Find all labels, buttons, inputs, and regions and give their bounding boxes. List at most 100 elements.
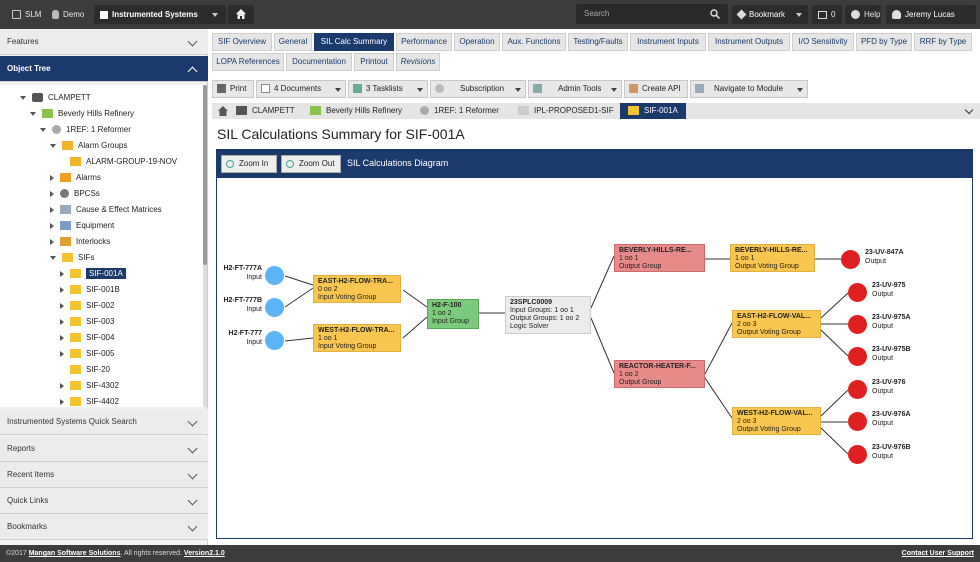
breadcrumb-item[interactable]: 1REF: 1 Reformer xyxy=(420,103,499,119)
output-circle[interactable] xyxy=(848,445,867,464)
tab-rrf-by-type[interactable]: RRF by Type xyxy=(914,33,972,51)
caret-down-icon[interactable] xyxy=(50,255,56,260)
database-button[interactable]: Demo xyxy=(46,5,86,24)
subscription-button[interactable]: Subscription xyxy=(430,80,526,98)
tab-general[interactable]: General xyxy=(274,33,312,51)
caret-down-icon[interactable] xyxy=(40,127,46,132)
company-link[interactable]: Mangan Software Solutions xyxy=(28,550,121,557)
tab-aux-functions[interactable]: Aux. Functions xyxy=(502,33,566,51)
user-menu[interactable]: Jeremy Lucas xyxy=(886,5,976,24)
tree-node[interactable]: SIFs xyxy=(50,251,94,265)
tab-lopa-references[interactable]: LOPA References xyxy=(212,53,284,71)
breadcrumb-item-current[interactable]: SIF-001A xyxy=(620,103,686,119)
print-button[interactable]: Print xyxy=(212,80,254,98)
tree-node[interactable]: Interlocks xyxy=(50,235,110,249)
tree-node-selected[interactable]: SIF-001A xyxy=(60,267,126,281)
tree-node[interactable]: SIF-004 xyxy=(60,331,114,345)
caret-right-icon[interactable] xyxy=(50,190,54,197)
tree-scrollbar[interactable] xyxy=(203,85,207,407)
tree-node[interactable]: Beverly Hills Refinery xyxy=(30,107,134,121)
breadcrumb-item[interactable]: Beverly Hills Refinery xyxy=(310,103,402,119)
tree-node[interactable]: SIF-002 xyxy=(60,299,114,313)
caret-right-icon[interactable] xyxy=(60,270,64,277)
object-tree-section[interactable]: Object Tree xyxy=(0,56,208,82)
zoom-out-button[interactable]: Zoom Out xyxy=(281,155,341,173)
bookmark-button[interactable]: Bookmark xyxy=(732,5,808,24)
module-selector[interactable]: Instrumented Systems xyxy=(94,5,226,24)
input-circle[interactable] xyxy=(265,331,284,350)
tab-instrument-inputs[interactable]: Instrument Inputs xyxy=(630,33,706,51)
features-section[interactable]: Features xyxy=(0,29,208,55)
slm-button[interactable]: SLM xyxy=(6,5,42,24)
help-button[interactable]: Help xyxy=(845,5,881,24)
version-link[interactable]: Version2.1.0 xyxy=(183,550,225,557)
caret-right-icon[interactable] xyxy=(50,174,54,181)
caret-down-icon[interactable] xyxy=(30,111,36,116)
breadcrumb-item[interactable]: CLAMPETT xyxy=(236,103,295,119)
tree-node[interactable]: Equipment xyxy=(50,219,114,233)
output-circle[interactable] xyxy=(848,283,867,302)
caret-right-icon[interactable] xyxy=(50,238,54,245)
navigate-button[interactable]: Navigate to Module xyxy=(690,80,808,98)
caret-right-icon[interactable] xyxy=(60,302,64,309)
caret-right-icon[interactable] xyxy=(60,398,64,405)
search-icon[interactable] xyxy=(710,9,720,19)
bookmarks-section[interactable]: Bookmarks xyxy=(0,514,208,540)
tree-node[interactable]: SIF-001B xyxy=(60,283,120,297)
output-circle[interactable] xyxy=(848,412,867,431)
tab-pfd-by-type[interactable]: PFD by Type xyxy=(856,33,912,51)
scrollbar-thumb[interactable] xyxy=(203,85,207,265)
tree-node[interactable]: Alarm Groups xyxy=(50,139,127,153)
input-circle[interactable] xyxy=(265,298,284,317)
caret-down-icon[interactable] xyxy=(50,143,56,148)
chevron-down-icon[interactable] xyxy=(964,105,974,115)
tree-node[interactable]: 1REF: 1 Reformer xyxy=(40,123,131,137)
home-icon[interactable] xyxy=(218,106,228,116)
documents-button[interactable]: 4 Documents xyxy=(256,80,346,98)
input-circle[interactable] xyxy=(265,266,284,285)
caret-right-icon[interactable] xyxy=(60,286,64,293)
home-button[interactable] xyxy=(228,5,254,24)
caret-right-icon[interactable] xyxy=(60,318,64,325)
tasklists-button[interactable]: 3 Tasklists xyxy=(348,80,428,98)
tab-sif-overview[interactable]: SIF Overview xyxy=(212,33,272,51)
caret-right-icon[interactable] xyxy=(50,222,54,229)
tab-io-sensitivity[interactable]: I/O Sensitivity xyxy=(792,33,854,51)
caret-right-icon[interactable] xyxy=(60,382,64,389)
output-circle[interactable] xyxy=(848,347,867,366)
caret-right-icon[interactable] xyxy=(50,206,54,213)
tree-node[interactable]: Alarms xyxy=(50,171,101,185)
tab-operation[interactable]: Operation xyxy=(454,33,500,51)
quick-search-section[interactable]: Instrumented Systems Quick Search xyxy=(0,409,208,435)
search-input[interactable]: Search xyxy=(576,4,728,24)
quick-links-section[interactable]: Quick Links xyxy=(0,488,208,514)
tree-node[interactable]: SIF-4402 xyxy=(60,395,119,407)
tab-testing-faults[interactable]: Testing/Faults xyxy=(568,33,628,51)
tab-printout[interactable]: Printout xyxy=(354,53,394,71)
tree-node[interactable]: SIF-003 xyxy=(60,315,114,329)
recent-items-section[interactable]: Recent Items xyxy=(0,462,208,488)
admin-tools-button[interactable]: Admin Tools xyxy=(528,80,622,98)
breadcrumb-item[interactable]: IPL-PROPOSED1-SIF xyxy=(518,103,614,119)
caret-right-icon[interactable] xyxy=(60,350,64,357)
output-circle[interactable] xyxy=(848,380,867,399)
tab-documentation[interactable]: Documentation xyxy=(286,53,352,71)
caret-right-icon[interactable] xyxy=(60,334,64,341)
output-circle[interactable] xyxy=(848,315,867,334)
tab-instrument-outputs[interactable]: Instrument Outputs xyxy=(708,33,790,51)
tree-node[interactable]: BPCSs xyxy=(50,187,100,201)
tree-node[interactable]: Cause & Effect Matrices xyxy=(50,203,162,217)
notifications-button[interactable]: 0 xyxy=(812,5,842,24)
reports-section[interactable]: Reports xyxy=(0,436,208,462)
tab-performance[interactable]: Performance xyxy=(396,33,452,51)
tab-sil-calc-summary[interactable]: SIL Calc Summary xyxy=(314,33,394,51)
tab-revisions[interactable]: Revisions xyxy=(396,53,440,71)
output-circle[interactable] xyxy=(841,250,860,269)
